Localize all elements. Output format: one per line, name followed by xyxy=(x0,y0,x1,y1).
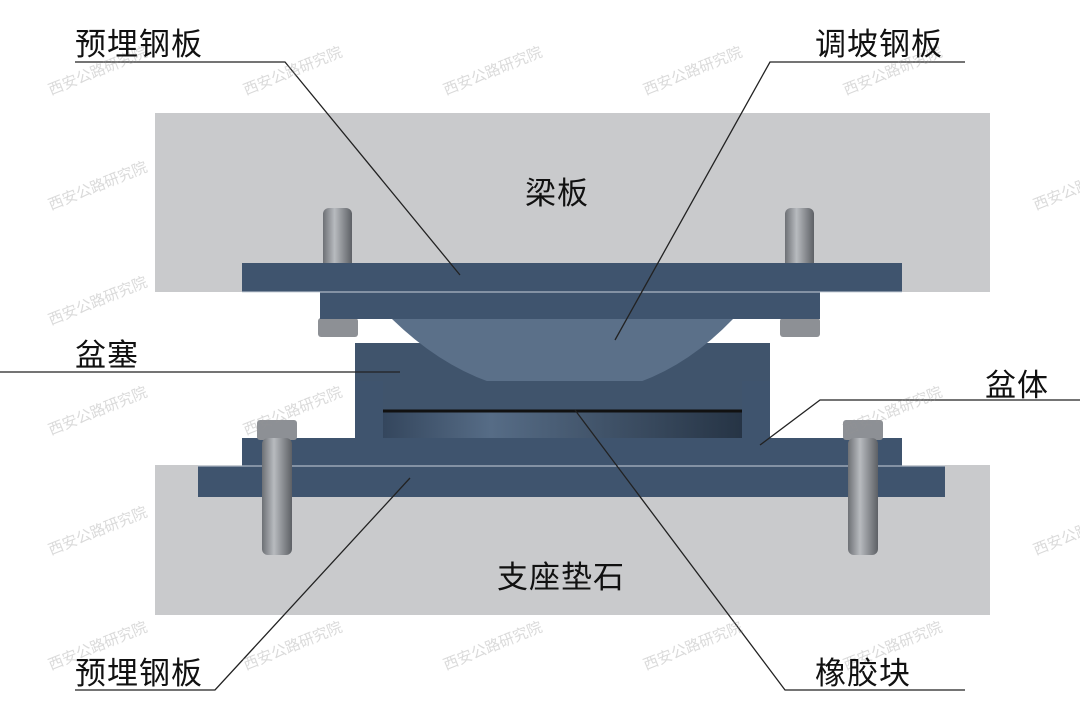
spherical-cap xyxy=(392,319,733,395)
label-beam: 梁板 xyxy=(525,176,589,212)
slope-plate xyxy=(320,292,820,319)
label-rubber-block: 橡胶块 xyxy=(815,656,911,692)
label-pot-body: 盆体 xyxy=(985,368,1049,404)
pot-body-wall-right xyxy=(742,381,770,441)
label-slope-plate: 调坡钢板 xyxy=(815,27,943,63)
pot-body-wall-left xyxy=(355,381,383,441)
rubber-block xyxy=(383,410,742,438)
label-pedestal: 支座垫石 xyxy=(497,560,625,596)
label-pot-plug: 盆塞 xyxy=(75,338,139,374)
bottom-bolt-left xyxy=(257,420,297,555)
leader-lines xyxy=(0,61,1080,691)
label-bottom-embedded-plate: 预埋钢板 xyxy=(75,656,203,692)
bottom-bolt-right xyxy=(843,420,883,555)
label-top-embedded-plate: 预埋钢板 xyxy=(75,27,203,63)
pot-body-base xyxy=(242,438,902,466)
top-embedded-plate xyxy=(242,263,902,292)
beam-concrete xyxy=(155,113,990,292)
bottom-embedded-plate xyxy=(198,466,945,497)
